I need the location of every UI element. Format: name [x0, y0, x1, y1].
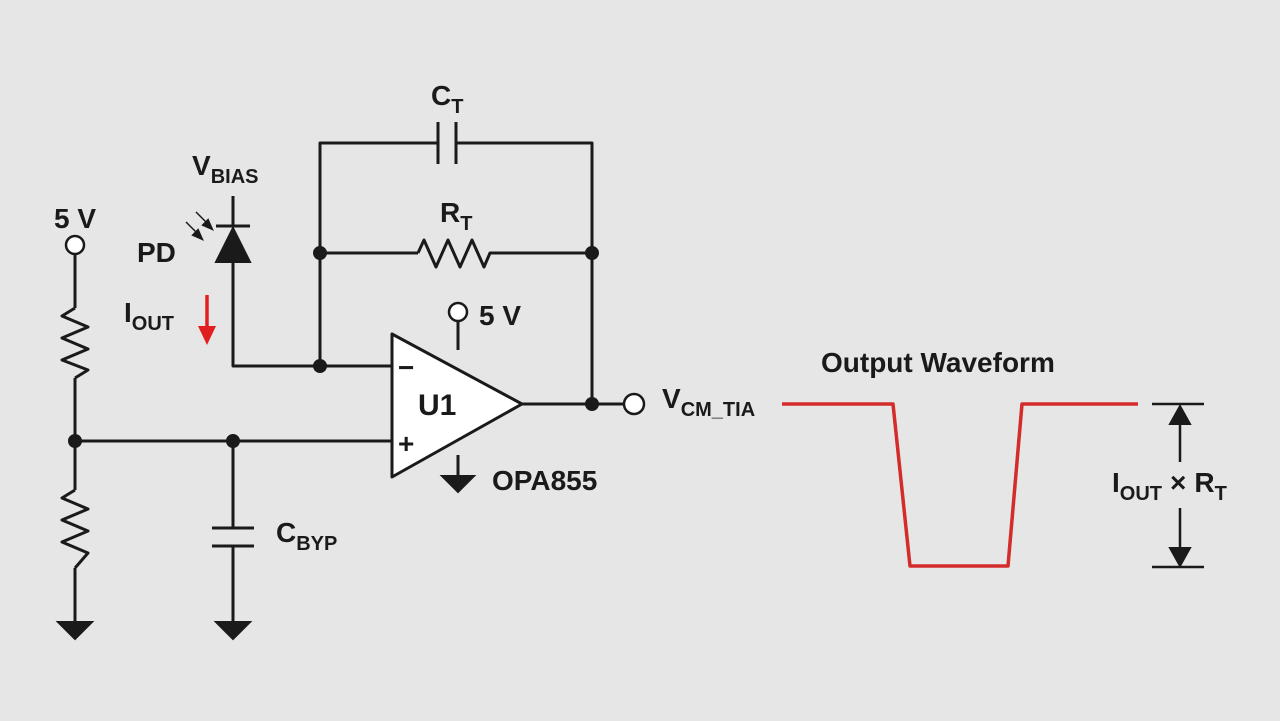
ground-cbyp: [213, 621, 253, 641]
wiring: [73, 141, 624, 622]
terminal-5v-left: [64, 234, 86, 256]
label-iout: IOUT: [124, 297, 174, 335]
label-opa855: OPA855: [492, 465, 597, 496]
capacitor-ct: [436, 122, 458, 164]
photodiode: [185, 211, 252, 263]
label-pd: PD: [137, 237, 176, 268]
current-arrow: [198, 295, 216, 345]
wire-ct-right: [456, 141, 594, 404]
label-rt: RT: [440, 197, 472, 235]
junction-dots: [68, 246, 599, 448]
capacitor-cbyp: [212, 526, 254, 548]
resistor-rt: [416, 238, 494, 269]
resistor-divider-bottom: [60, 488, 90, 569]
label-vcm-tia: VCM_TIA: [662, 383, 755, 421]
ground-amp: [439, 475, 477, 494]
wire-feedback-left: [318, 141, 438, 366]
wire-pd-to-minus: [231, 262, 392, 368]
output-waveform: [782, 402, 1138, 568]
label-5v-left: 5 V: [54, 203, 96, 234]
label-u1: U1: [418, 389, 456, 422]
label-plus: +: [398, 428, 414, 459]
amplitude-dimension: [1152, 402, 1204, 569]
label-vbias: VBIAS: [192, 150, 258, 188]
resistor-divider-top: [60, 306, 90, 380]
label-cbyp: CBYP: [276, 517, 337, 555]
label-output-waveform: Output Waveform: [821, 347, 1055, 378]
label-amplitude: IOUT×RT: [1112, 467, 1227, 505]
label-minus: −: [398, 352, 414, 383]
label-ct: CT: [431, 80, 463, 118]
opamp-u1: [390, 332, 524, 479]
terminal-5v-amp: [447, 301, 469, 323]
ground-divider: [55, 621, 95, 641]
terminal-output: [622, 392, 646, 416]
label-5v-amp: 5 V: [479, 300, 521, 331]
